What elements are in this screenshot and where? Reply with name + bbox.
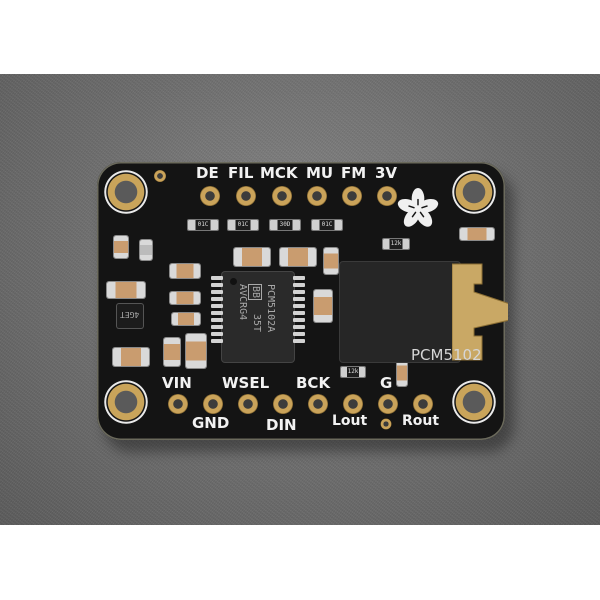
resistor: 01C (188, 220, 218, 230)
pin-label-din: DIN (266, 416, 297, 434)
header-pad-de (200, 186, 220, 206)
via-small (154, 170, 166, 182)
resistor: 01C (312, 220, 342, 230)
resistor: 12k (341, 367, 365, 377)
header-pad-lout (343, 394, 363, 414)
header-pad-fm (342, 186, 362, 206)
pin-label-mck: MCK (260, 164, 298, 182)
pin-label-fil: FIL (228, 164, 254, 182)
capacitor (170, 264, 200, 278)
capacitor (186, 334, 206, 368)
audio-jack-3-5mm[interactable] (340, 262, 520, 362)
header-pad-vin (168, 394, 188, 414)
voltage-regulator: 4GET (117, 304, 143, 328)
header-pad-mu (307, 186, 327, 206)
pin-label-3v: 3V (375, 164, 398, 182)
mounting-hole-bottom-left (104, 380, 148, 424)
capacitor (164, 338, 180, 366)
via-small (380, 418, 392, 430)
capacitor (397, 360, 407, 386)
capacitor (140, 240, 152, 260)
adafruit-flower-icon (397, 188, 439, 227)
pin-label-lout: Lout (332, 413, 368, 429)
pin-label-bck: BCK (296, 374, 331, 392)
resistor: 01C (228, 220, 258, 230)
chip-marking-line2: 35T (251, 314, 262, 333)
header-pad-fil (236, 186, 256, 206)
capacitor (324, 248, 338, 274)
header-pad-bck (308, 394, 328, 414)
capacitor (172, 313, 200, 325)
pin-label-vin: VIN (162, 374, 192, 392)
pin-label-fm: FM (341, 164, 367, 182)
chip-marking-logo: BB (248, 284, 262, 301)
pin-label-de: DE (196, 164, 219, 182)
chip-marking-line1: PCM5102A (265, 284, 276, 333)
mounting-hole-bottom-right (452, 380, 496, 424)
pin-label-mu: MU (306, 164, 334, 182)
pin-label-rout: Rout (402, 413, 440, 429)
capacitor (113, 348, 149, 366)
mounting-hole-top-left (104, 170, 148, 214)
mounting-hole-top-right (452, 170, 496, 214)
jack-housing (340, 262, 460, 362)
pin-label-gnd: GND (192, 414, 230, 432)
capacitor (114, 236, 128, 258)
header-pad-3v (377, 186, 397, 206)
jack-metal-tab (452, 263, 508, 361)
header-pad-gnd (203, 394, 223, 414)
regulator-marking: 4GET (120, 310, 140, 319)
capacitor (460, 228, 494, 240)
chip-marking-line3: AVCRG4 (237, 284, 248, 321)
capacitor (107, 282, 145, 298)
capacitor (280, 248, 316, 266)
pin-label-g: G (380, 374, 393, 392)
capacitor (170, 292, 200, 304)
resistor: 12k (383, 239, 409, 249)
board-title-label: PCM5102 (411, 346, 482, 364)
header-pad-mck (272, 186, 292, 206)
header-pad-wsel (238, 394, 258, 414)
header-pad-rout (413, 394, 433, 414)
resistor: 30D (270, 220, 300, 230)
header-pad-g (378, 394, 398, 414)
capacitor (314, 290, 332, 322)
pcm5102a-chip: PCM5102A BB 35T AVCRG4 (222, 272, 294, 362)
pin-label-wsel: WSEL (222, 374, 270, 392)
header-pad-din (273, 394, 293, 414)
capacitor (234, 248, 270, 266)
